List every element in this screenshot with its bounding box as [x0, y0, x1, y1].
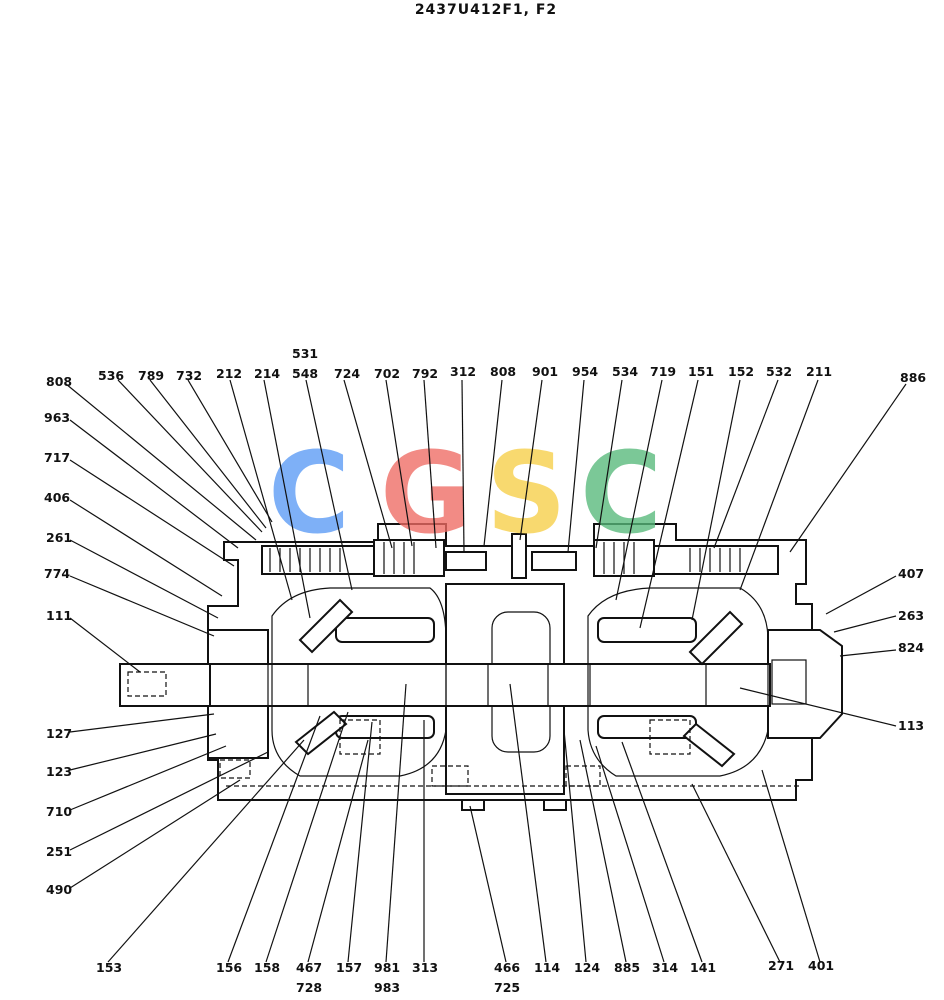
drawing-title: 2437U412F1, F2	[415, 2, 557, 18]
part-label: 774	[44, 566, 70, 581]
part-label: 808	[490, 364, 516, 379]
part-label: 214	[254, 366, 280, 381]
part-label: 251	[46, 844, 72, 859]
part-label: 981	[374, 960, 400, 975]
part-label: 113	[898, 718, 924, 733]
bottom-labels: 153 156 158 467 728 157 981 983 313 466 …	[96, 958, 834, 995]
part-label: 808	[46, 374, 72, 389]
part-label: 732	[176, 368, 202, 383]
part-label: 490	[46, 882, 72, 897]
part-label: 261	[46, 530, 72, 545]
part-label: 719	[650, 364, 676, 379]
part-label: 153	[96, 960, 122, 975]
right-swash-plate-lower	[682, 722, 736, 768]
idler-right	[531, 551, 577, 571]
left-labels: 963 717 406 261 774 111 127 123 710 251 …	[44, 410, 72, 897]
part-label: 792	[412, 366, 438, 381]
rear-cover	[767, 629, 843, 739]
part-label: 728	[296, 980, 322, 995]
part-label: 954	[572, 364, 598, 379]
part-label: 157	[336, 960, 362, 975]
right-shoe	[649, 719, 691, 755]
right-cylinder-housing	[587, 587, 769, 777]
watermark-letter: G	[380, 429, 472, 559]
left-piston-lower	[335, 715, 435, 739]
part-label: 151	[688, 364, 714, 379]
watermark: C G S C	[268, 429, 662, 559]
part-label: 152	[728, 364, 754, 379]
part-label: 534	[612, 364, 638, 379]
part-label: 885	[614, 960, 640, 975]
part-label: 211	[806, 364, 832, 379]
left-swash-plate-lower	[294, 710, 348, 756]
part-label: 789	[138, 368, 164, 383]
part-label: 531	[292, 346, 318, 361]
left-piston-upper	[335, 617, 435, 643]
part-label: 710	[46, 804, 72, 819]
part-label: 532	[766, 364, 792, 379]
part-label: 983	[374, 980, 400, 995]
right-swash-plate-upper	[688, 610, 744, 666]
main-shaft	[209, 663, 771, 707]
leader-lines	[65, 379, 907, 963]
drain-plug-a	[461, 799, 485, 811]
part-label: 886	[900, 370, 926, 385]
part-label: 141	[690, 960, 716, 975]
center-pin	[511, 533, 527, 579]
right-piston-upper	[597, 617, 697, 643]
part-label: 114	[534, 960, 560, 975]
part-label: 702	[374, 366, 400, 381]
part-label: 548	[292, 366, 318, 381]
part-label: 158	[254, 960, 280, 975]
bottom-plug-right	[565, 765, 601, 787]
part-label: 314	[652, 960, 678, 975]
watermark-letter: C	[580, 429, 662, 559]
right-gear	[653, 545, 779, 575]
left-gear-hub	[373, 539, 445, 577]
right-piston-lower	[597, 715, 697, 739]
drain-plug-b	[543, 799, 567, 811]
watermark-letter: C	[268, 429, 350, 559]
part-label: 536	[98, 368, 124, 383]
idler-left	[445, 551, 487, 571]
part-label: 466	[494, 960, 520, 975]
input-shaft	[119, 663, 211, 707]
part-label: 212	[216, 366, 242, 381]
part-label: 725	[494, 980, 520, 995]
part-label: 407	[898, 566, 924, 581]
part-label: 724	[334, 366, 360, 381]
part-label: 127	[46, 726, 72, 741]
part-label: 271	[768, 958, 794, 973]
part-label: 467	[296, 960, 322, 975]
part-label: 824	[898, 640, 924, 655]
rear-cover-plug	[771, 659, 807, 705]
right-labels: 407 263 824 113	[898, 566, 924, 733]
part-label: 312	[450, 364, 476, 379]
part-label: 401	[808, 958, 834, 973]
part-label: 901	[532, 364, 558, 379]
part-label: 156	[216, 960, 242, 975]
part-label: 406	[44, 490, 70, 505]
part-label: 111	[46, 608, 72, 623]
left-swash-plate-upper	[298, 598, 354, 654]
part-label: 963	[44, 410, 70, 425]
shaft-keyway	[127, 671, 167, 697]
top-labels: 808 536 789 732 212 214 531 548 724 702 …	[46, 346, 926, 389]
part-label: 123	[46, 764, 72, 779]
part-label: 313	[412, 960, 438, 975]
left-cylinder-housing	[271, 587, 447, 777]
part-label: 263	[898, 608, 924, 623]
part-label: 717	[44, 450, 70, 465]
part-label: 124	[574, 960, 600, 975]
pump-body	[119, 523, 843, 811]
